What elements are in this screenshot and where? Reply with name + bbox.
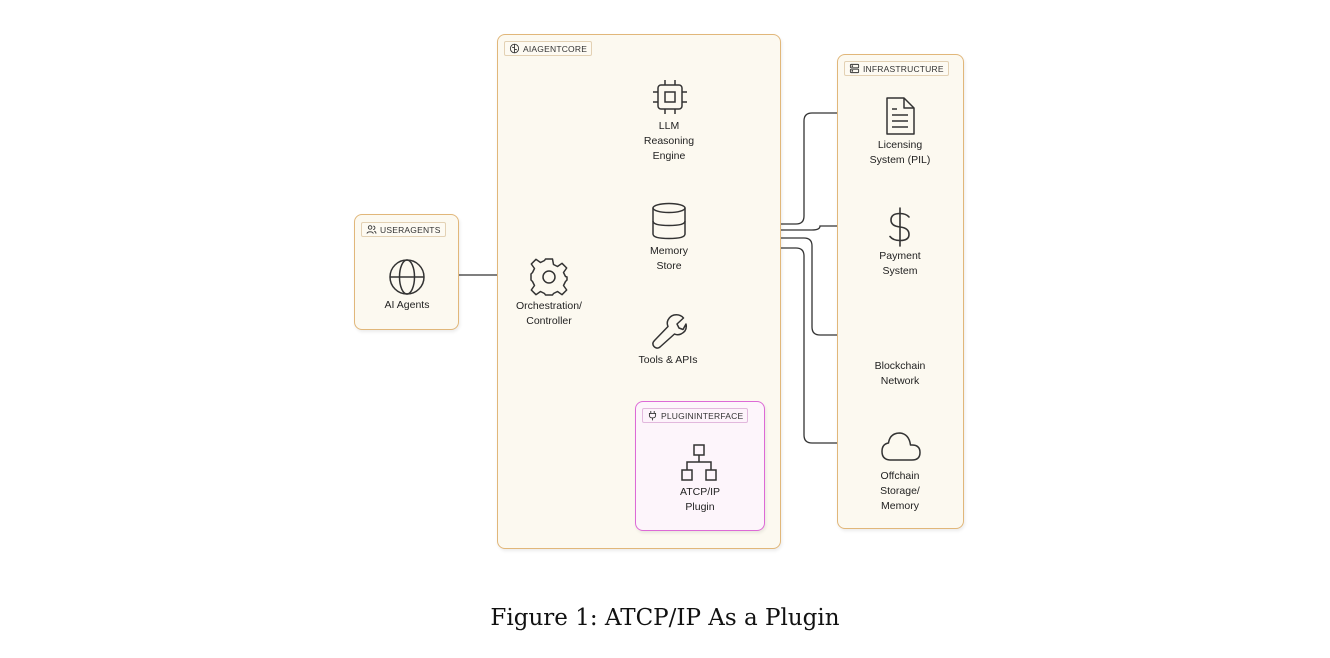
server-icon [849, 63, 860, 74]
edge-core-offchain [780, 247, 882, 448]
plugin-label: ATCP/IP Plugin [679, 486, 721, 513]
dollar-icon [889, 207, 910, 247]
ai-agents-label: AI Agents [384, 299, 430, 311]
cloud-icon [881, 432, 921, 461]
offchain-label: Offchain Storage/ Memory [880, 470, 920, 512]
globe-icon [389, 259, 425, 295]
useragents-group: USERAGENTS [354, 214, 459, 330]
orchestration-label: Orchestration/ Controller [516, 300, 582, 327]
cpu-icon [653, 80, 687, 114]
aiagentcore-label: AIAGENTCORE [523, 43, 588, 54]
gear-icon [530, 258, 568, 296]
wrench-icon [652, 314, 687, 349]
network-icon [681, 444, 717, 481]
edge-core-blockchain [780, 237, 882, 340]
figure-caption: Figure 1: ATCP/IP As a Plugin [490, 605, 840, 631]
plug-icon [648, 411, 657, 421]
tools-label: Tools & APIs [638, 354, 698, 366]
brain-icon [509, 43, 520, 54]
users-icon [366, 225, 377, 234]
blockchain-label: Blockchain Network [874, 360, 926, 387]
licensing-label: Licensing System (PIL) [869, 139, 931, 166]
useragents-label: USERAGENTS [380, 224, 441, 235]
document-icon [886, 97, 915, 135]
infrastructure-tag: INFRASTRUCTURE [844, 61, 949, 76]
plugininterface-group: PLUGININTERFACE [635, 401, 765, 531]
payment-label: Payment System [879, 250, 921, 277]
useragents-tag: USERAGENTS [361, 222, 446, 237]
llm-label: LLM Reasoning Engine [643, 120, 695, 162]
plugininterface-tag: PLUGININTERFACE [642, 408, 749, 423]
edge-core-payment [780, 221, 882, 231]
database-icon [652, 202, 686, 240]
plugininterface-label: PLUGININTERFACE [661, 410, 744, 421]
infrastructure-group: INFRASTRUCTURE [837, 54, 964, 529]
memory-label: Memory Store [650, 245, 688, 272]
aiagentcore-tag: AIAGENTCORE [504, 41, 593, 56]
infrastructure-label: INFRASTRUCTURE [863, 63, 944, 74]
edge-core-licensing [780, 108, 882, 225]
